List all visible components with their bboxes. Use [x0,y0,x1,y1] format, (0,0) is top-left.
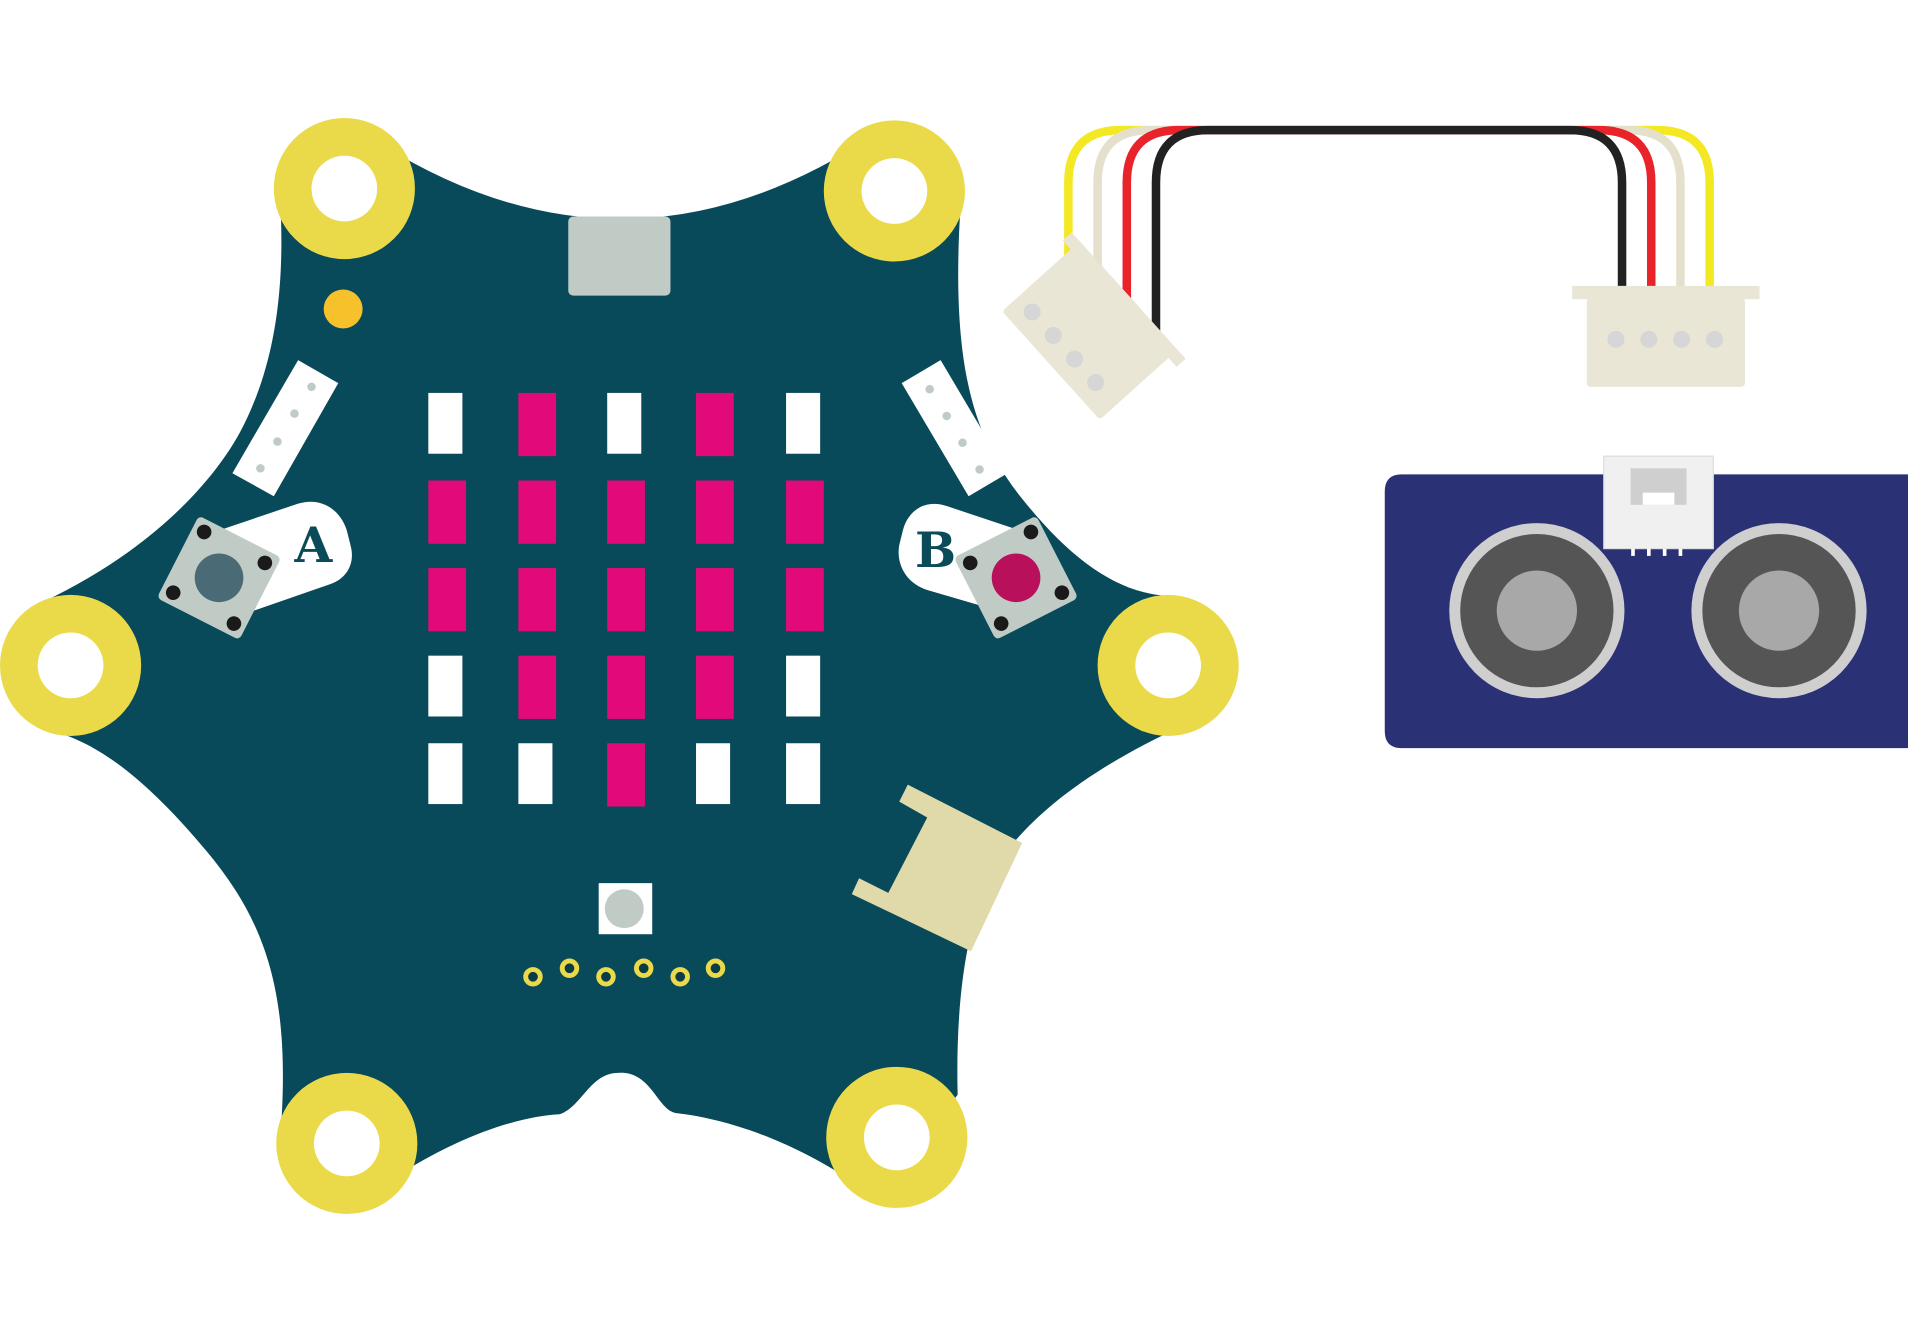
pad-left[interactable] [0,594,142,736]
led-r1-c1 [428,392,463,454]
led-r1-c5 [786,392,821,454]
led-r5-c4 [696,743,731,805]
transducer-right [1691,523,1867,699]
cable-connector-left [1003,232,1186,419]
pad-top-right[interactable] [823,120,965,262]
pad-right[interactable] [1097,594,1239,736]
led-r4-c1 [428,655,463,717]
button-a[interactable]: A [157,501,352,640]
led-r5-c3 [607,743,645,807]
sensor-connector [1603,455,1714,556]
led-matrix [428,392,824,807]
led-r3-c3 [607,568,645,632]
led-r4-c5 [786,655,821,717]
grove-cable [1064,125,1714,353]
led-r3-c2 [518,568,557,632]
wire-black [1151,125,1627,353]
led-r1-c3 [607,392,642,454]
button-a-cap[interactable] [194,553,244,603]
button-a-label: A [293,517,333,574]
ultrasonic-sensor [1384,455,1908,749]
led-r1-c4 [696,392,734,457]
usb-connector [568,216,671,296]
led-r4-c2 [518,655,557,719]
button-b-label: B [915,522,956,579]
pad-bottom-left[interactable] [276,1072,418,1215]
bottom-pins [523,958,726,987]
led-r5-c2 [518,743,553,805]
led-r2-c1 [428,480,467,544]
button-b[interactable]: B [898,503,1079,640]
transducer-left [1449,523,1625,699]
led-r4-c4 [696,655,734,719]
grove-connector-left [232,360,339,497]
led-r5-c5 [786,743,821,805]
battery-connector [851,784,1023,952]
grove-connector-right [901,360,1008,497]
led-r2-c3 [607,480,645,544]
led-r3-c5 [786,568,824,632]
led-r4-c3 [607,655,645,719]
led-r3-c4 [696,568,734,632]
cable-connector-right [1572,285,1760,387]
status-led [323,289,363,329]
led-r2-c4 [696,480,734,544]
led-r2-c5 [786,480,824,544]
rgb-led [598,883,653,935]
pad-bottom-right[interactable] [826,1066,968,1208]
button-b-cap[interactable] [991,553,1041,603]
wire-cream [1093,125,1685,289]
led-r1-c2 [518,392,557,457]
led-r5-c1 [428,743,463,805]
led-r3-c1 [428,568,467,632]
pad-top-left[interactable] [273,117,415,260]
led-r2-c2 [518,480,557,544]
